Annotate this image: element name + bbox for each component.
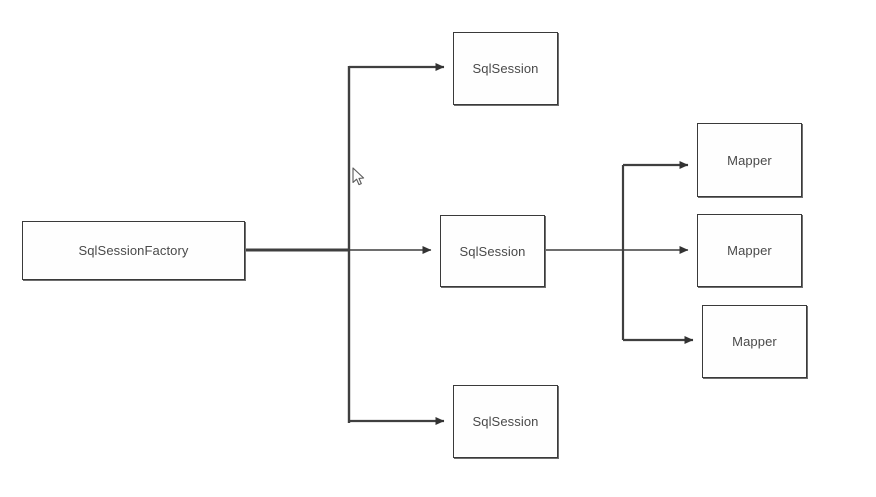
node-label-sqlsession-top: SqlSession: [472, 61, 539, 76]
node-mapper-middle[interactable]: Mapper: [697, 214, 802, 287]
node-label-mapper-top: Mapper: [727, 152, 772, 168]
node-label-sqlsession-middle: SqlSession: [459, 243, 526, 259]
node-sqlsessionfactory[interactable]: SqlSessionFactory: [22, 221, 245, 280]
node-label-sqlsession-bottom: SqlSession: [472, 414, 539, 429]
node-sqlsession-bottom[interactable]: SqlSession: [453, 385, 558, 458]
connector-factory-to-trunk: [245, 66, 351, 423]
node-mapper-bottom[interactable]: Mapper: [702, 305, 807, 378]
node-label-mapper-middle: Mapper: [727, 243, 772, 258]
node-sqlsession-top[interactable]: SqlSession: [453, 32, 558, 105]
node-label-sqlsessionfactory: SqlSessionFactory: [78, 243, 189, 258]
node-mapper-top[interactable]: Mapper: [697, 123, 802, 197]
connector-session-mid-to-trunk2: [545, 165, 625, 340]
node-sqlsession-middle[interactable]: SqlSession: [440, 215, 545, 287]
node-label-mapper-bottom: Mapper: [732, 334, 777, 349]
